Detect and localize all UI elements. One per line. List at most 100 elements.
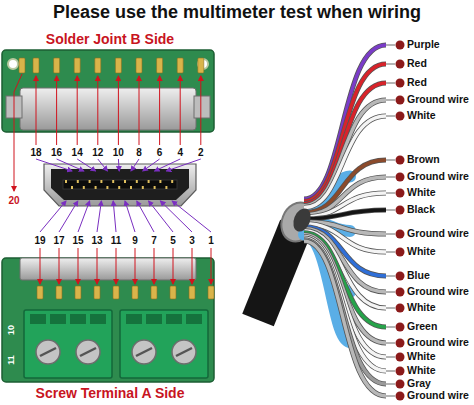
wire-color-label: White	[407, 302, 436, 314]
solder-pad	[94, 286, 100, 299]
hdmi-contact	[112, 180, 114, 183]
leader-line	[386, 64, 395, 65]
leader-line	[386, 396, 395, 397]
leader-arrow	[78, 248, 79, 284]
pin-number: 6	[157, 147, 163, 158]
pin-number: 18	[30, 147, 41, 158]
leader-arrow	[172, 201, 211, 232]
page-title: Please use the multimeter test when wiri…	[53, 3, 421, 23]
hdmi-contact	[154, 186, 156, 189]
leader-line	[386, 252, 395, 253]
wire	[304, 241, 386, 396]
leader-arrow	[137, 201, 154, 232]
pin-number: 9	[132, 235, 138, 246]
leader-arrow	[143, 159, 160, 171]
leader-arrow	[149, 201, 173, 232]
wire-color-label: Brown	[407, 154, 440, 166]
bullet-dot	[396, 248, 405, 257]
bullet-dot	[396, 392, 405, 401]
hdmi-contact	[83, 186, 85, 189]
leader-line	[386, 193, 395, 194]
bullet-dot	[396, 353, 405, 362]
leader-line	[386, 276, 395, 277]
connector-shell	[20, 88, 196, 130]
screw-slot	[40, 348, 56, 356]
solder-pad	[157, 58, 163, 73]
wire-outline	[304, 241, 386, 396]
solder-pad	[74, 58, 80, 73]
solder-pad	[113, 286, 119, 299]
pin-number: 10	[113, 147, 124, 158]
wire-outline	[304, 238, 386, 371]
wire-color-label: Blue	[407, 270, 430, 282]
leader-line	[386, 160, 395, 161]
solder-pad	[19, 58, 25, 73]
pin-number: 1	[208, 235, 214, 246]
hdmi-contact	[136, 180, 138, 183]
bullet-dot	[396, 339, 405, 348]
mounting-hole	[8, 59, 18, 69]
wire-color-label: Ground wire	[407, 337, 469, 349]
leader-arrow	[97, 76, 98, 145]
leader-line	[386, 384, 395, 385]
leader-arrow	[200, 76, 201, 145]
bullet-dot	[396, 173, 405, 182]
leader-arrow	[78, 201, 90, 232]
bullet-dot	[396, 323, 405, 332]
hdmi-contact	[65, 180, 67, 183]
terminal-opening	[126, 314, 142, 324]
pin-number: 11	[111, 235, 122, 246]
leader-line	[386, 343, 395, 344]
pin-number: 15	[72, 235, 83, 246]
bullet-dot	[396, 288, 405, 297]
silkscreen-number: 10	[7, 325, 17, 335]
solder-pad	[132, 286, 138, 299]
solder-pad	[37, 286, 43, 299]
leader-arrow	[154, 248, 155, 284]
leader-arrow	[139, 76, 140, 145]
leader-arrow	[116, 248, 117, 284]
terminal-screw	[132, 340, 156, 364]
leader-arrow	[180, 76, 181, 145]
leader-line	[386, 116, 395, 117]
terminal-screw	[36, 340, 60, 364]
hdmi-tongue	[63, 180, 177, 189]
pin-number: 16	[51, 147, 62, 158]
pin-number: 13	[91, 235, 102, 246]
leader-arrow	[77, 159, 95, 171]
solder-pad	[189, 286, 195, 299]
solder-pad	[208, 286, 214, 299]
bullet-dot	[396, 189, 405, 198]
bullet-dot	[396, 79, 405, 88]
terminal-opening	[186, 314, 202, 324]
wire	[304, 236, 386, 357]
wire-color-label: White	[407, 351, 436, 363]
solder-pad	[198, 58, 204, 73]
leader-line	[386, 83, 395, 84]
pin-number: 19	[34, 235, 45, 246]
terminal-opening	[90, 314, 106, 324]
bullet-dot	[396, 367, 405, 376]
leader-arrow	[131, 159, 139, 171]
solder-pad	[177, 58, 183, 73]
bullet-dot	[396, 41, 405, 50]
hdmi-contact	[77, 180, 79, 183]
leader-arrow	[173, 248, 174, 284]
board-side-label: Solder Joint B Side	[46, 32, 174, 47]
leader-arrow	[14, 74, 22, 191]
wire-color-label: Green	[407, 321, 437, 333]
pin-number: 3	[189, 235, 195, 246]
hdmi-contact	[71, 186, 73, 189]
screw-slot	[80, 348, 96, 356]
bullet-dot	[396, 96, 405, 105]
bullet-dot	[396, 304, 405, 313]
leader-arrow	[113, 201, 116, 232]
solder-pad	[151, 286, 157, 299]
silkscreen-number: 11	[7, 355, 17, 365]
leader-line	[386, 357, 395, 358]
bullet-dot	[396, 230, 405, 239]
leader-arrow	[40, 248, 41, 284]
leader-arrow	[192, 248, 193, 284]
